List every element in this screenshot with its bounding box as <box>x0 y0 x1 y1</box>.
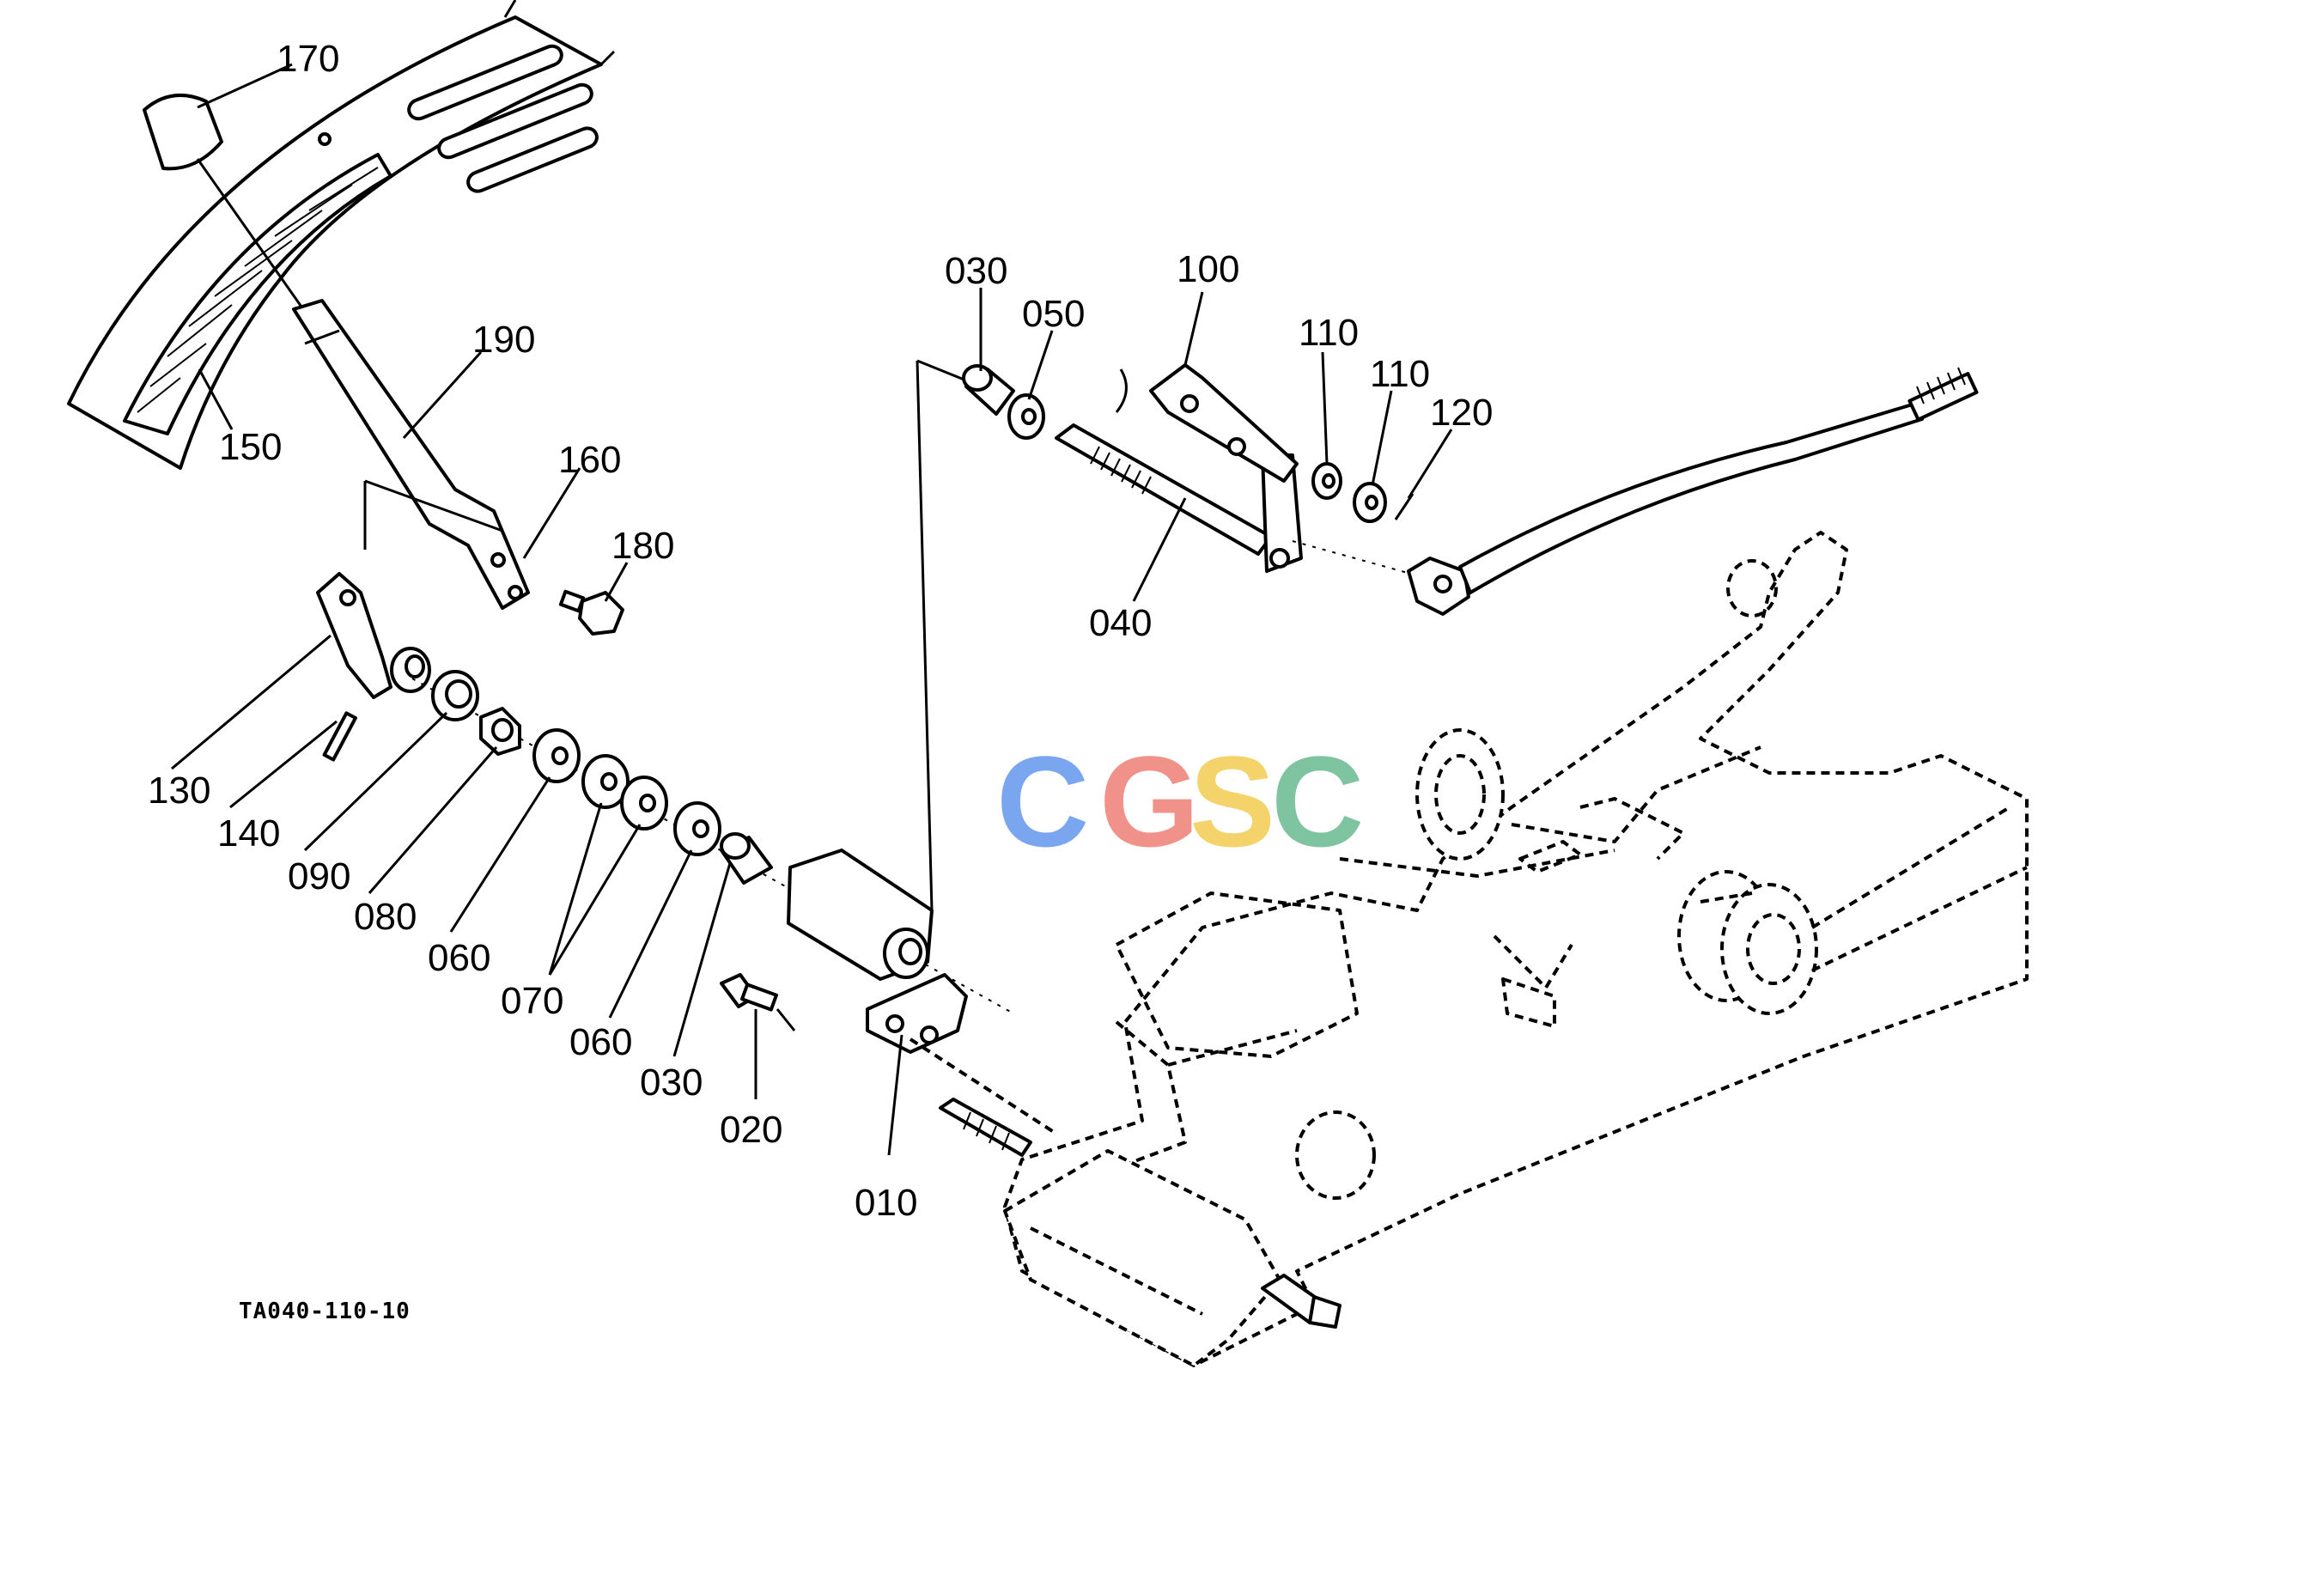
label-010: 010 <box>855 1182 917 1224</box>
watermark-letter-g: G <box>1099 729 1205 873</box>
grease-fitting <box>720 973 796 1031</box>
watermark-letter-s: S <box>1189 729 1281 873</box>
shaft-holder <box>787 359 971 1054</box>
label-140: 140 <box>217 812 280 855</box>
label-030-lower: 030 <box>640 1062 703 1104</box>
label-050: 050 <box>1022 293 1085 335</box>
drawing-code: TA040-110-10 <box>239 1299 411 1324</box>
watermark-logo: C G S C <box>996 729 1369 873</box>
watermark-letter-c2: C <box>1271 729 1369 873</box>
label-130: 130 <box>148 770 210 812</box>
leader-lines <box>171 63 1453 1156</box>
label-190: 190 <box>472 319 535 361</box>
bolt <box>558 589 624 636</box>
part-labels: 170 190 150 160 180 130 140 090 080 060 … <box>148 38 1493 1224</box>
label-090: 090 <box>288 855 350 897</box>
upper-linkage <box>962 363 1979 616</box>
transmission-housing <box>909 531 2029 1367</box>
spring-pin <box>322 711 357 762</box>
label-160: 160 <box>558 439 621 481</box>
parts-stack <box>411 670 1014 1014</box>
label-170: 170 <box>277 38 339 80</box>
label-060-lower-left: 060 <box>428 937 490 979</box>
label-120: 120 <box>1430 392 1493 434</box>
label-040: 040 <box>1089 602 1152 644</box>
label-020: 020 <box>720 1109 782 1151</box>
pedal-arm <box>292 299 530 610</box>
pedal-plate <box>67 0 616 470</box>
label-060-lower-right: 060 <box>569 1021 632 1063</box>
label-030-upper: 030 <box>945 250 1007 292</box>
watermark-letter-c1: C <box>996 729 1094 873</box>
bracket <box>316 479 503 699</box>
label-070: 070 <box>501 980 563 1022</box>
pedal-pad <box>143 93 311 319</box>
label-110-left: 110 <box>1299 312 1359 354</box>
label-100: 100 <box>1177 248 1239 290</box>
label-180: 180 <box>611 525 674 567</box>
label-080: 080 <box>354 896 417 938</box>
label-150: 150 <box>219 426 282 468</box>
label-110-right: 110 <box>1370 353 1430 395</box>
